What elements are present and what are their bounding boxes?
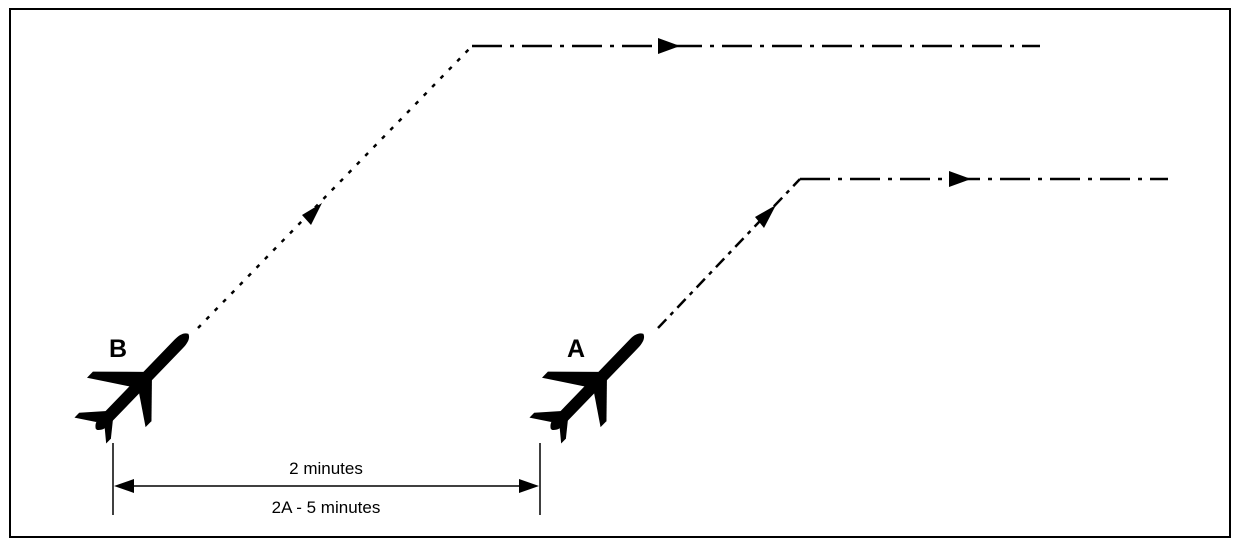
aircraft-a-path [657,177,1168,329]
arrowhead-icon [755,205,776,228]
aircraft-a-climb-line [657,178,801,329]
arrowhead-icon [519,479,539,493]
aircraft-b-label: B [109,335,127,363]
aircraft-a-label: A [567,335,585,363]
arrowhead-icon [302,203,322,225]
aircraft-b-path [197,44,1040,329]
airplane-icon [516,304,668,458]
arrowhead-icon [114,479,134,493]
separation-dimension [112,443,541,515]
arrowhead-icon [949,171,971,187]
airplane-icon [61,304,213,458]
diagram-frame [9,8,1231,538]
arrowhead-icon [658,38,680,54]
interval-bottom-label: 2A - 5 minutes [272,498,381,517]
aircraft-b-climb-line [197,45,473,329]
interval-top-label: 2 minutes [289,459,363,478]
